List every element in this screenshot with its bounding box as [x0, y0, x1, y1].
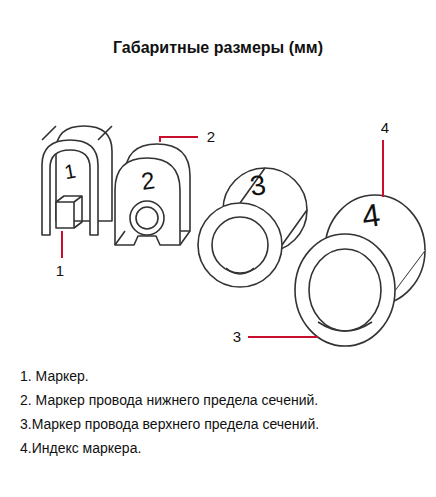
note: 3.Маркер провода верхнего предела сечени… — [20, 416, 319, 432]
callout-number: 4 — [381, 119, 389, 136]
leader-line — [160, 137, 198, 142]
leader-line — [248, 336, 318, 338]
marker-medium — [198, 168, 307, 287]
leader-line — [61, 231, 63, 258]
note: 4.Индекс маркера. — [20, 440, 141, 456]
note: 2. Маркер провода нижнего предела сечени… — [20, 392, 318, 408]
callout-number: 1 — [56, 262, 64, 279]
marker-large — [295, 195, 425, 346]
marker-small — [115, 144, 190, 245]
leader-line — [382, 140, 384, 197]
marker-clip — [42, 126, 112, 235]
callout-number: 2 — [207, 128, 215, 145]
title: Габаритные размеры (мм) — [113, 39, 323, 57]
callout-number: 3 — [233, 328, 241, 345]
note: 1. Маркер. — [20, 368, 89, 384]
